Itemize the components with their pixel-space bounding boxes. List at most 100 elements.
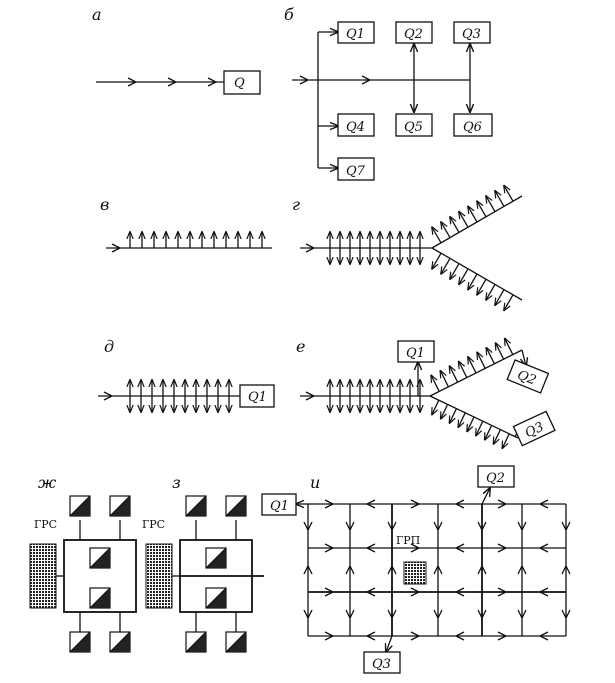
panel-zh: ж ГРС <box>29 473 137 653</box>
branch-i-q2 <box>481 488 490 505</box>
flow-arrow-icon <box>345 609 355 620</box>
flow-arrow-icon <box>365 631 376 641</box>
tap-arrow-icon <box>495 289 505 306</box>
regulators-zh <box>69 495 131 653</box>
flow-arrow-icon <box>497 631 508 641</box>
tap-arrow-icon <box>504 186 514 202</box>
consumer-label-q3: Q3 <box>372 657 391 672</box>
flow-arrow-icon <box>477 564 487 575</box>
tap-arrow-icon <box>432 399 440 414</box>
consumer-box-q2-group: Q2 <box>506 359 550 394</box>
panel-z: з ГРС <box>142 473 264 653</box>
flow-arrow-icon <box>111 243 122 253</box>
station-label-grs: ГРС <box>142 518 165 531</box>
gas-station-grs-icon <box>29 543 57 609</box>
consumer-box-q <box>223 70 261 95</box>
consumer-box-q2 <box>395 21 433 44</box>
tap-arrow-icon <box>486 284 496 300</box>
panel-d: д Q1 <box>98 337 275 412</box>
gas-regulator-icon <box>205 587 227 609</box>
flow-arrow-icon <box>387 609 397 620</box>
flow-arrow-icon <box>517 564 527 575</box>
flow-arrow-icon <box>561 521 571 532</box>
gas-regulator-icon <box>69 495 91 517</box>
consumer-label-q2: Q2 <box>486 471 505 486</box>
consumer-box-q3 <box>512 410 556 447</box>
tap-arrow-icon <box>496 343 505 360</box>
flow-arrow-icon <box>387 521 397 532</box>
consumer-label-q6: Q6 <box>463 120 482 135</box>
tap-arrow-icon <box>467 416 475 431</box>
tap-arrow-icon <box>505 339 514 355</box>
flow-arrow-icon <box>454 587 465 597</box>
panel-a: а Q <box>92 5 261 95</box>
gas-regulator-icon <box>109 631 131 653</box>
tap-arrow-icon <box>468 357 477 374</box>
flow-arrow-icon <box>538 543 549 553</box>
tap-arrow-icon <box>502 433 510 448</box>
consumer-label-q2: Q2 <box>404 27 423 42</box>
gas-regulator-grp-icon <box>403 561 427 585</box>
distributed-taps-g <box>330 186 514 311</box>
flow-arrow-icon <box>303 521 313 532</box>
tap-arrow-icon <box>450 217 460 233</box>
flow-arrow-icon <box>387 564 397 575</box>
consumer-label-q1: Q1 <box>248 390 267 405</box>
tap-arrow-icon <box>495 191 505 207</box>
flow-arrow-icon <box>477 609 487 620</box>
gas-regulator-icon <box>69 631 91 653</box>
tap-arrow-icon <box>450 408 457 423</box>
flow-arrow-icon <box>365 543 376 553</box>
panel-a-label: а <box>92 5 102 24</box>
flow-arrow-icon <box>433 564 443 575</box>
panel-v: в <box>100 195 272 253</box>
flow-arrow-icon <box>305 243 316 253</box>
flow-arrow-icon <box>207 77 218 87</box>
consumer-label-q3: Q3 <box>462 27 481 42</box>
flow-arrow-icon <box>324 587 335 597</box>
gas-regulator-icon <box>225 495 247 517</box>
tap-arrow-icon <box>476 420 484 435</box>
consumer-label-q5: Q5 <box>404 120 423 135</box>
ring-main-zh <box>63 539 137 613</box>
tap-arrow-icon <box>494 429 501 444</box>
consumer-box-q7 <box>337 157 375 181</box>
consumer-label-q1: Q1 <box>346 27 365 42</box>
tap-arrow-icon <box>441 258 451 274</box>
panel-b-label: б <box>284 5 294 24</box>
gas-regulator-icon <box>225 631 247 653</box>
tap-arrow-icon <box>450 263 460 280</box>
consumer-label-q3: Q3 <box>523 420 547 442</box>
tap-arrow-icon <box>441 404 449 418</box>
flow-arrow-icon <box>433 609 443 620</box>
flow-arrow-icon <box>410 543 421 553</box>
consumer-label-q7: Q7 <box>346 164 366 179</box>
flow-arrow-icon <box>538 631 549 641</box>
panel-v-label: в <box>100 195 109 214</box>
looped-network-grid <box>303 499 571 641</box>
tap-arrow-icon <box>477 352 486 369</box>
consumer-box-q6 <box>453 113 493 137</box>
tap-arrow-icon <box>432 252 442 269</box>
flow-arrow-icon <box>517 521 527 532</box>
gas-station-grs-icon <box>145 543 173 609</box>
flow-arrow-icon <box>303 609 313 620</box>
flow-arrow-icon <box>303 564 313 575</box>
tap-arrow-icon <box>486 196 496 212</box>
flow-arrow-icon <box>410 499 421 509</box>
consumer-box-q1 <box>239 384 275 408</box>
branch-i-q3 <box>386 635 392 652</box>
station-label-grp: ГРП <box>396 534 420 547</box>
flow-arrow-icon <box>497 543 508 553</box>
panel-e: е Q1 Q2 Q3 <box>296 337 556 449</box>
tap-arrow-icon <box>485 425 493 439</box>
gas-regulator-icon <box>185 495 207 517</box>
flow-arrow-icon <box>103 391 114 401</box>
distributed-taps-e <box>330 339 514 449</box>
gas-regulator-icon <box>205 547 227 569</box>
flow-arrow-icon <box>561 609 571 620</box>
flow-arrow-icon <box>497 499 508 509</box>
tap-arrow-icon <box>450 366 459 383</box>
panel-i-label: и <box>310 473 320 492</box>
flow-arrow-icon <box>454 631 465 641</box>
